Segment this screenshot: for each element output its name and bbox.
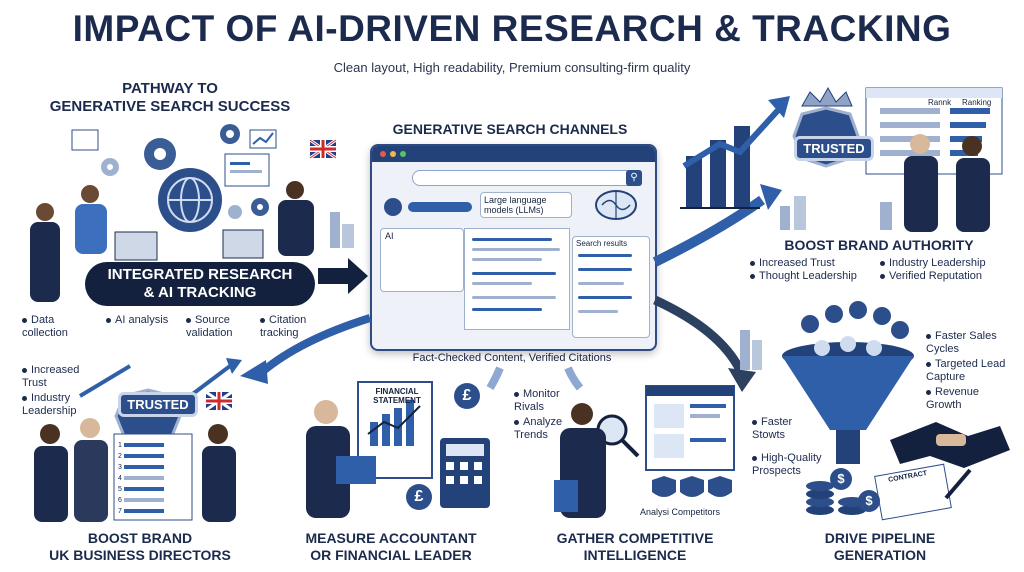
accountant-title: MEASURE ACCOUNTANT OR FINANCIAL LEADER [276, 530, 506, 564]
pound-coin-icon-2: £ [406, 484, 432, 510]
uk-rank-row: 3 [118, 462, 188, 473]
trusted-badge-authority: TRUSTED [794, 136, 874, 161]
dollar-coin-icon-1: $ [830, 468, 852, 490]
search-results-panel: Search results [572, 236, 650, 338]
llm-label: Large language models (LLMs) [480, 192, 572, 218]
dollar-coin-icon-2: $ [858, 490, 880, 512]
ai-label: AI [385, 231, 394, 241]
uk-ranking-list: 1 2 3 4 5 6 7 [118, 440, 188, 517]
channels-caption: Fact-Checked Content, Verified Citations [412, 352, 612, 364]
pipeline-bullet-l0: Faster Stowts [752, 416, 793, 441]
authority-bullet-1: Industry Leadership [880, 257, 1020, 270]
window-min-dot [390, 151, 396, 157]
competitive-bullet-0: Monitor Rivals [514, 388, 560, 413]
trusted-badge-uk: TRUSTED [118, 392, 198, 417]
pipeline-bullet-l1: High-Quality Prospects [752, 452, 822, 477]
gear-icon [101, 124, 269, 219]
calculator-icon [440, 438, 490, 508]
pathway-bullet-0: Data collection [22, 314, 68, 339]
competitive-illustration [554, 385, 735, 518]
accountant-title-line2: OR FINANCIAL LEADER [310, 546, 472, 563]
pathway-banner: INTEGRATED RESEARCH & AI TRACKING [85, 262, 315, 306]
browser-window: ⚲ Large language models (LLMs) AI Search… [370, 144, 657, 351]
uk-rank-row: 5 [118, 484, 188, 495]
uk-rank-row: 1 [118, 440, 188, 451]
pipeline-title-line2: GENERATION [833, 546, 927, 563]
uk-title: BOOST BRAND UK BUSINESS DIRECTORS [30, 530, 250, 564]
authority-illustration [680, 86, 1003, 232]
pound-coin-icon: £ [454, 383, 480, 409]
crown-icon [801, 86, 853, 107]
accountant-title-line1: MEASURE ACCOUNTANT [305, 530, 477, 546]
uk-rank-row: 6 [118, 495, 188, 506]
uk-bullet-0: Increased Trust [22, 364, 80, 389]
pipeline-bullet-r1: Targeted Lead Capture [926, 358, 1006, 383]
ai-panel: AI [380, 228, 464, 292]
competitive-title-line1: GATHER COMPETITIVE [556, 530, 714, 546]
pipeline-bullet-r2: Revenue Growth [926, 386, 980, 411]
authority-title: BOOST BRAND AUTHORITY [784, 237, 974, 253]
uk-rank-row: 4 [118, 473, 188, 484]
pathway-banner-line2: & AI TRACKING [143, 284, 257, 301]
chat-bubble [408, 202, 472, 212]
rank-header-1: Rannk [928, 98, 952, 107]
pathway-illustration [30, 124, 354, 302]
shield-icon [652, 476, 732, 497]
rank-header-2: Ranking [962, 98, 992, 107]
competitive-caption: Analysi Competitors [640, 507, 721, 517]
pathway-title-line2: GENERATIVE SEARCH SUCCESS [49, 98, 291, 115]
page-subtitle: Clean layout, High readability, Premium … [333, 60, 691, 75]
financial-statement-label: FINANCIAL STATEMENT [373, 387, 421, 405]
uk-flag-icon [309, 138, 337, 160]
pathway-title-line1: PATHWAY TO [122, 80, 218, 97]
pathway-banner-line1: INTEGRATED RESEARCH [107, 266, 293, 283]
uk-flag-icon [205, 390, 233, 412]
competitive-title: GATHER COMPETITIVE INTELLIGENCE [520, 530, 750, 564]
authority-bullet-3: Verified Reputation [880, 270, 1020, 283]
openai-icon [384, 198, 402, 216]
window-close-dot [380, 151, 386, 157]
accountant-illustration [306, 381, 490, 518]
window-max-dot [400, 151, 406, 157]
content-panel [464, 228, 570, 330]
pathway-bullet-3: Citation tracking [260, 314, 307, 339]
brain-icon [595, 190, 637, 220]
search-icon[interactable]: ⚲ [626, 170, 642, 186]
pipeline-title-line1: DRIVE PIPELINE [824, 530, 936, 546]
pathway-title: PATHWAY TO GENERATIVE SEARCH SUCCESS [40, 80, 300, 116]
dollar-coin-icon [806, 481, 866, 515]
uk-bullet-1: Industry Leadership [22, 392, 77, 417]
pathway-bullet-2: Source validation [186, 314, 233, 339]
handshake-icon [890, 422, 1010, 468]
search-results-label: Search results [576, 239, 628, 248]
people-illustration [30, 181, 314, 302]
uk-title-line1: BOOST BRAND [87, 530, 193, 546]
authority-bullet-0: Increased Trust [750, 257, 890, 270]
pipeline-title: DRIVE PIPELINE GENERATION [770, 530, 990, 564]
channels-title: GENERATIVE SEARCH CHANNELS [392, 121, 628, 137]
competitive-bullet-1: Analyze Trends [514, 416, 563, 441]
pipeline-illustration [740, 301, 1010, 521]
browser-titlebar [372, 146, 655, 162]
pipeline-bullet-r0: Faster Sales Cycles [926, 330, 997, 355]
uk-rank-row: 7 [118, 506, 188, 517]
arrow-right-icon [318, 258, 368, 294]
competitive-title-line2: INTELLIGENCE [583, 546, 687, 563]
uk-title-line2: UK BUSINESS DIRECTORS [49, 546, 231, 563]
authority-bullet-2: Thought Leadership [750, 270, 890, 283]
globe-icon [158, 168, 222, 232]
uk-rank-row: 2 [118, 451, 188, 462]
page-title: IMPACT OF AI-DRIVEN RESEARCH & TRACKING [72, 8, 952, 49]
pathway-bullet-1: AI analysis [106, 314, 186, 327]
